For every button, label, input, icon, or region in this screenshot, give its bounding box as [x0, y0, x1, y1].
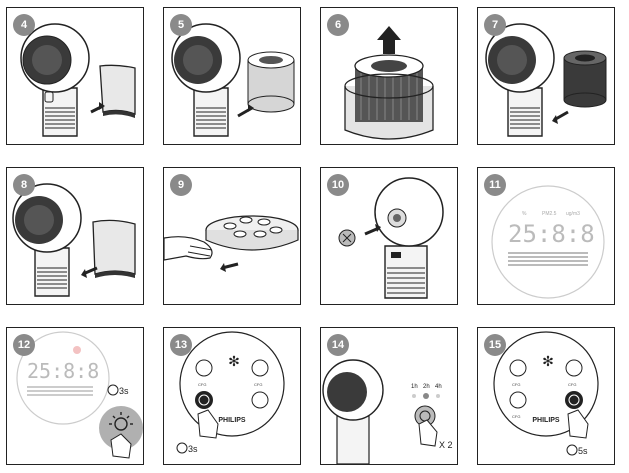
step-14-panel: 14 1h 2h 4h X 2: [320, 327, 458, 465]
light-label: CFG: [568, 382, 576, 387]
display-indicator-right: ug/m3: [566, 211, 580, 217]
step-4-panel: 4: [6, 7, 144, 145]
step-number-badge: 12: [13, 334, 35, 356]
step-number-badge: 4: [13, 14, 35, 36]
timer-2h: 2h: [423, 384, 430, 390]
display-digits: 25:8:8: [508, 220, 595, 248]
display-indicator-mid: PM2.5: [542, 211, 557, 217]
step-15-panel: 15 CFG ✻ CFG CFG PHILIPS 5s: [477, 327, 615, 465]
auto-label: CFG: [512, 382, 520, 387]
control-panel-power-illustration: CFG ✻ CFG CFG PHILIPS 5s: [493, 331, 599, 456]
display-digits: 25:8:8: [27, 359, 99, 383]
hold-timer: 3s: [188, 444, 198, 454]
step-9-panel: 9: [163, 167, 301, 305]
step-number-badge: 10: [327, 174, 349, 196]
display-reset-illustration: 25:8:8 3s: [16, 331, 143, 459]
hold-timer: 5s: [578, 446, 588, 456]
timer-1h: 1h: [411, 384, 418, 390]
timer-4h: 4h: [435, 384, 442, 390]
brand-logo: PHILIPS: [532, 417, 560, 424]
step-13-panel: 13 CFG ✻ CFG PHILIPS 3s: [163, 327, 301, 465]
insert-sensor-illustration: [338, 177, 444, 299]
step-number-badge: 14: [327, 334, 349, 356]
filter-lift-out-illustration: [344, 26, 434, 140]
remove-base-cover-illustration: [164, 215, 299, 272]
step-number-badge: 7: [484, 14, 506, 36]
fan-icon: ✻: [228, 353, 240, 369]
fan-remove-filter-illustration: [171, 23, 295, 137]
step-number-badge: 13: [170, 334, 192, 356]
step-number-badge: 9: [170, 174, 192, 196]
step-7-panel: 7: [477, 7, 615, 145]
press-count: X 2: [439, 440, 453, 450]
timer-label: CFG: [512, 414, 520, 419]
auto-label: CFG: [198, 382, 206, 387]
step-8-panel: 8: [6, 167, 144, 305]
step-5-panel: 5: [163, 7, 301, 145]
step-number-badge: 5: [170, 14, 192, 36]
control-panel-timer-illustration: CFG ✻ CFG PHILIPS 3s: [176, 331, 285, 454]
step-12-panel: 12 25:8:8 3s: [6, 327, 144, 465]
step-number-badge: 15: [484, 334, 506, 356]
hold-timer: 3s: [119, 386, 129, 396]
step-11-panel: 11 25:8:8 % PM2.5 ug/m3: [477, 167, 615, 305]
display-illustration: 25:8:8 % PM2.5 ug/m3: [491, 185, 605, 299]
timer-setting-illustration: 1h 2h 4h X 2: [322, 359, 453, 464]
light-label: CFG: [254, 382, 262, 387]
fan-icon: ✻: [542, 353, 554, 369]
fan-attach-rear-cover-illustration: [12, 183, 136, 297]
brand-logo: PHILIPS: [218, 417, 246, 424]
fan-remove-rear-cover-illustration: [20, 23, 136, 137]
fan-insert-filter-illustration: [485, 23, 607, 137]
step-10-panel: 10: [320, 167, 458, 305]
step-number-badge: 8: [13, 174, 35, 196]
step-6-panel: 6: [320, 7, 458, 145]
display-indicator-left: %: [522, 211, 527, 217]
step-number-badge: 11: [484, 174, 506, 196]
step-number-badge: 6: [327, 14, 349, 36]
